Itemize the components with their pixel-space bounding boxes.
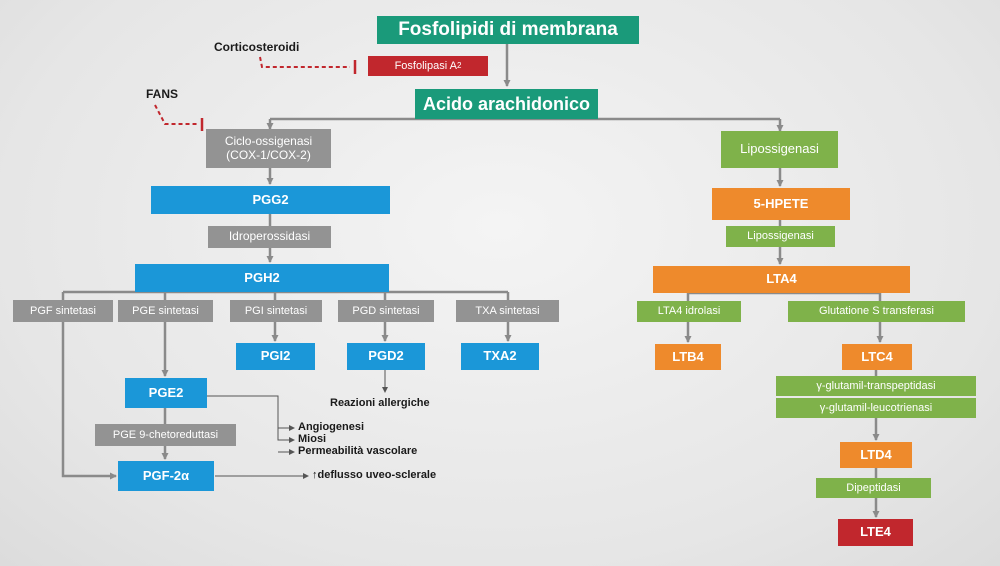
lta4-hydrolase-box: LTA4 idrolasi xyxy=(637,301,741,322)
5-hpete-box: 5-HPETE xyxy=(712,188,850,220)
txa2-box: TXA2 xyxy=(461,343,539,370)
lte4-box: LTE4 xyxy=(838,519,913,546)
gamma-glutamyl-leukotrienase-box: γ-glutamil-leucotrienasi xyxy=(776,398,976,418)
arrow-pgf-to-pgf2a xyxy=(61,322,117,480)
pgi-synthase-box: PGI sintetasi xyxy=(230,300,322,322)
effect-angiogenesis: Angiogenesi xyxy=(298,421,365,433)
hydroperoxidase-box: Idroperossidasi xyxy=(208,226,331,248)
uveoscleral-outflow-label: ↑deflusso uveo-sclerale xyxy=(312,469,437,481)
ltb4-box: LTB4 xyxy=(655,344,721,370)
pgf2a-box: PGF-2α xyxy=(118,461,214,491)
fans-label: FANS xyxy=(146,87,179,101)
dipeptidase-box: Dipeptidasi xyxy=(816,478,931,498)
ltd4-box: LTD4 xyxy=(840,442,912,468)
cyclooxygenase-line1: Ciclo-ossigenasi xyxy=(224,133,313,148)
pgh2-box: PGH2 xyxy=(135,264,389,292)
pge-9-ketoreductase-box: PGE 9-chetoreduttasi xyxy=(95,424,236,446)
pgf-synthase-box: PGF sintetasi xyxy=(13,300,113,322)
txa-synthase-box: TXA sintetasi xyxy=(456,300,559,322)
effect-miosis: Miosi xyxy=(298,433,327,445)
inhibition-corticosteroids xyxy=(259,56,350,68)
corticosteroids-label: Corticosteroidi xyxy=(214,40,300,54)
lta4-box: LTA4 xyxy=(653,266,910,293)
cyclooxygenase-box: Ciclo-ossigenasi (COX-1/COX-2) xyxy=(206,129,331,168)
pgd-synthase-box: PGD sintetasi xyxy=(338,300,434,322)
phospholipase-label: Fosfolipasi A xyxy=(394,59,457,72)
ltc4-box: LTC4 xyxy=(842,344,912,370)
allergic-reactions-label: Reazioni allergiche xyxy=(330,397,430,409)
phospholipase-subscript: 2 xyxy=(456,61,462,71)
pgi2-box: PGI2 xyxy=(236,343,315,370)
pgd2-box: PGD2 xyxy=(347,343,425,370)
glutathione-s-transferase-box: Glutatione S transferasi xyxy=(788,301,965,322)
gamma-glutamyl-transpeptidase-box: γ-glutamil-transpeptidasi xyxy=(776,376,976,396)
inhibition-fans xyxy=(154,104,198,125)
pge2-box: PGE2 xyxy=(125,378,207,408)
lipoxygenase-box: Lipossigenasi xyxy=(721,131,838,168)
pgg2-box: PGG2 xyxy=(151,186,390,214)
membrane-phospholipids-box: Fosfolipidi di membrana xyxy=(377,16,639,44)
cyclooxygenase-line2: (COX-1/COX-2) xyxy=(226,147,311,162)
arachidonic-acid-box: Acido arachidonico xyxy=(415,89,598,119)
lipoxygenase-2-box: Lipossigenasi xyxy=(726,226,835,247)
pge-synthase-box: PGE sintetasi xyxy=(118,300,213,322)
effect-vascular-permeability: Permeabilità vascolare xyxy=(298,445,418,457)
